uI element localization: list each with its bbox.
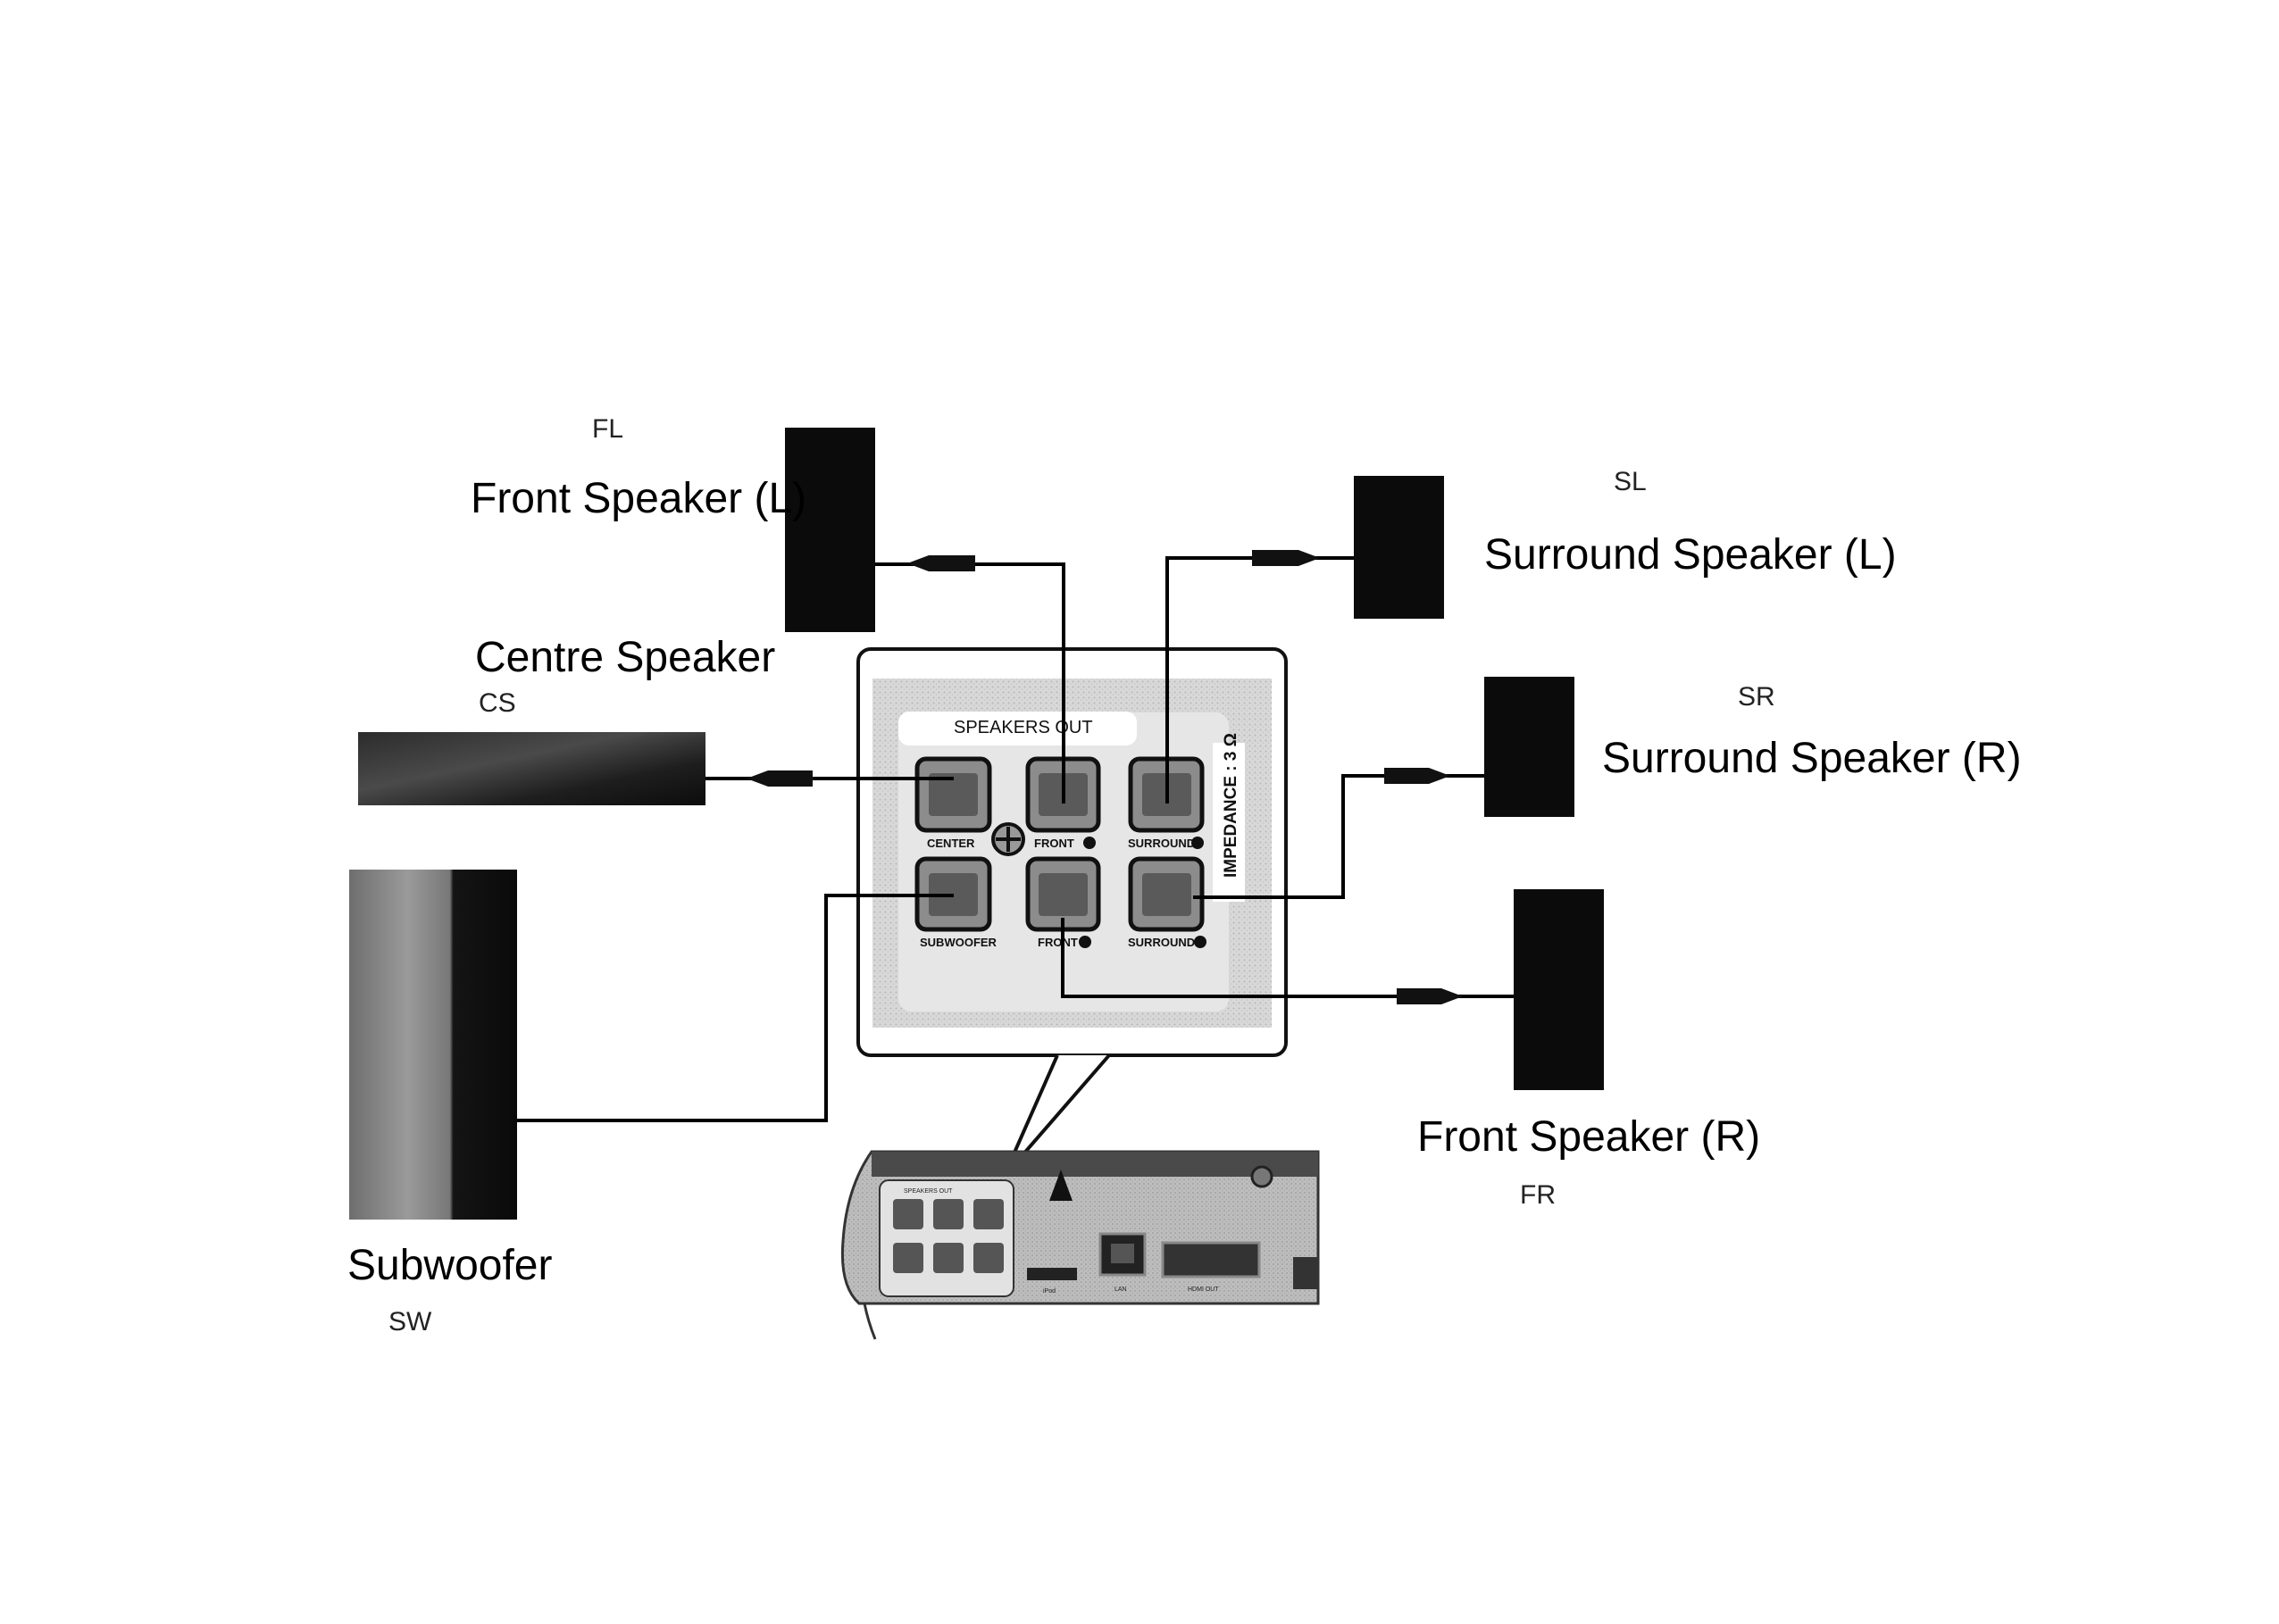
impedance-label: IMPEDANCE : 3 Ω bbox=[1222, 733, 1240, 878]
surround-top-polarity-icon bbox=[1191, 837, 1204, 849]
front-right-speaker bbox=[1514, 889, 1604, 1090]
surround-bottom-port-label: SURROUND bbox=[1128, 936, 1195, 949]
centre-abbr: CS bbox=[479, 688, 516, 718]
unit-speakers-out-label: SPEAKERS OUT bbox=[904, 1188, 953, 1195]
front-left-abbr: FL bbox=[592, 414, 623, 444]
front-right-abbr: FR bbox=[1520, 1180, 1556, 1210]
warning-icon bbox=[1049, 1170, 1073, 1201]
front-top-port-label: FRONT bbox=[1034, 837, 1074, 850]
surround-bottom-polarity-icon bbox=[1194, 936, 1206, 948]
surround-right-abbr: SR bbox=[1738, 682, 1775, 712]
front-top-polarity-icon bbox=[1083, 837, 1096, 849]
front-bottom-port-label: FRONT bbox=[1038, 936, 1078, 949]
unit-port-label-lan: LAN bbox=[1114, 1287, 1127, 1293]
front-bottom-polarity-icon bbox=[1079, 936, 1091, 948]
subwoofer-port-label: SUBWOOFER bbox=[920, 936, 998, 949]
centre-label: Centre Speaker bbox=[475, 634, 775, 681]
surround-left-label: Surround Speaker (L) bbox=[1484, 531, 1897, 579]
surround-top-port-label: SURROUND bbox=[1128, 837, 1195, 850]
surround-left-speaker bbox=[1354, 476, 1444, 619]
surround-left-abbr: SL bbox=[1614, 467, 1647, 496]
subwoofer-speaker bbox=[349, 870, 517, 1220]
ground-screw-icon bbox=[991, 822, 1025, 856]
unit-port-label-ipod: iPod bbox=[1043, 1288, 1056, 1295]
panel-title: SPEAKERS OUT bbox=[954, 718, 1093, 737]
front-right-label: Front Speaker (R) bbox=[1417, 1113, 1760, 1161]
front-left-label: Front Speaker (L) bbox=[471, 475, 806, 522]
surround-right-speaker bbox=[1484, 677, 1574, 817]
panel-screw-icon bbox=[1250, 1165, 1273, 1188]
subwoofer-label: Subwoofer bbox=[347, 1242, 552, 1289]
unit-port-label-hdmi: HDMI OUT bbox=[1188, 1287, 1219, 1293]
surround-right-label: Surround Speaker (R) bbox=[1602, 735, 2022, 782]
centre-speaker bbox=[358, 732, 705, 805]
subwoofer-abbr: SW bbox=[388, 1307, 432, 1337]
speaker-wires bbox=[517, 550, 1514, 1122]
front-left-speaker bbox=[785, 428, 875, 632]
main-unit-rear-panel: SPEAKERS OUT iPod LAN HDMI OUT bbox=[840, 1150, 1320, 1340]
center-port-label: CENTER bbox=[927, 837, 975, 850]
speaker-terminal-panel: SPEAKERS OUT IMPEDANCE : 3 Ω CENTER FRON… bbox=[856, 647, 1288, 1057]
